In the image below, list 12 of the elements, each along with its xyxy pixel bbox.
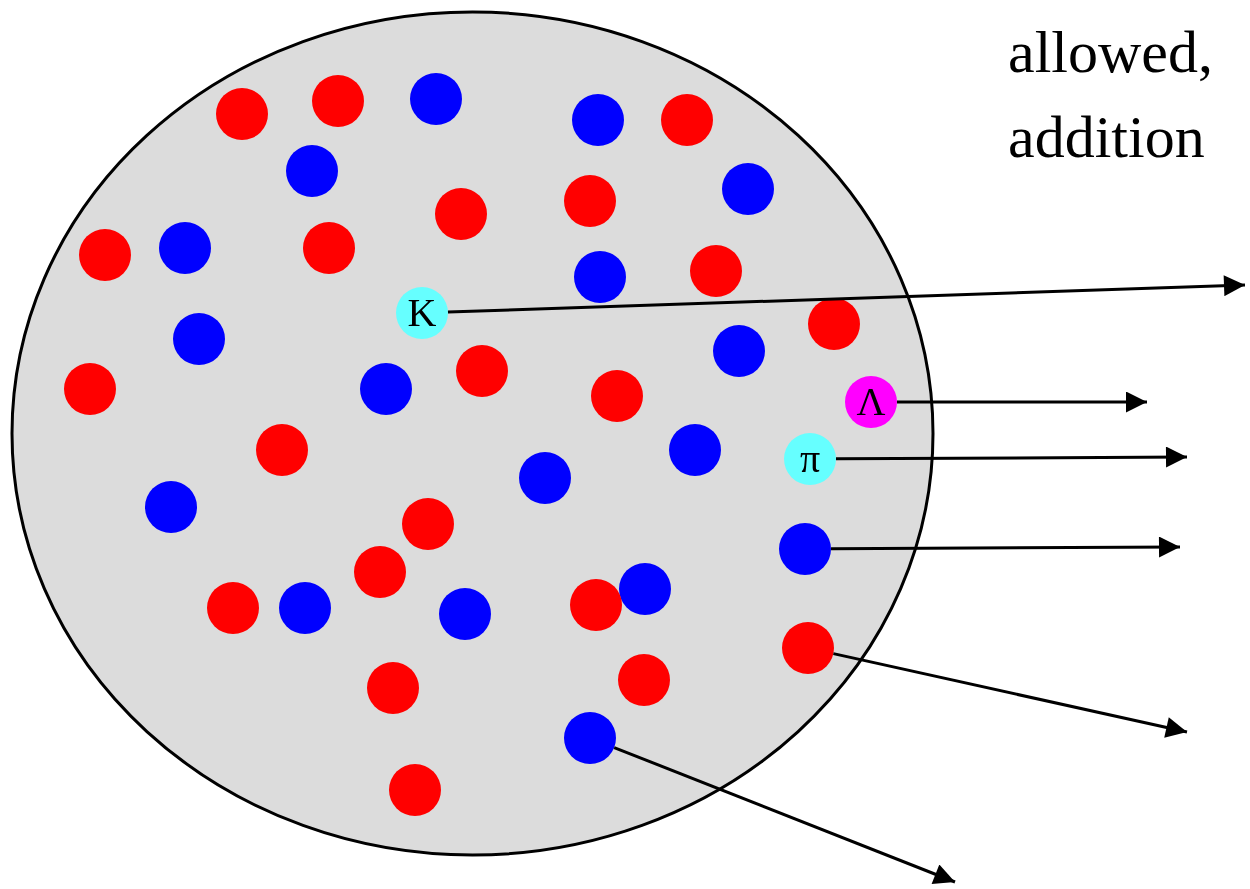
arrow (897, 391, 1147, 413)
note-text: allowed, (1008, 22, 1213, 82)
arrow (613, 746, 956, 885)
arrow (447, 275, 1246, 314)
region-ellipse (10, 10, 935, 857)
arrow (836, 446, 1187, 468)
arrow (831, 536, 1180, 558)
note-text: addition (1008, 107, 1205, 167)
particle-symbol: Λ (856, 382, 886, 422)
particle-symbol: π (799, 439, 821, 479)
particle-symbol: K (407, 293, 437, 333)
arrow (833, 652, 1188, 738)
